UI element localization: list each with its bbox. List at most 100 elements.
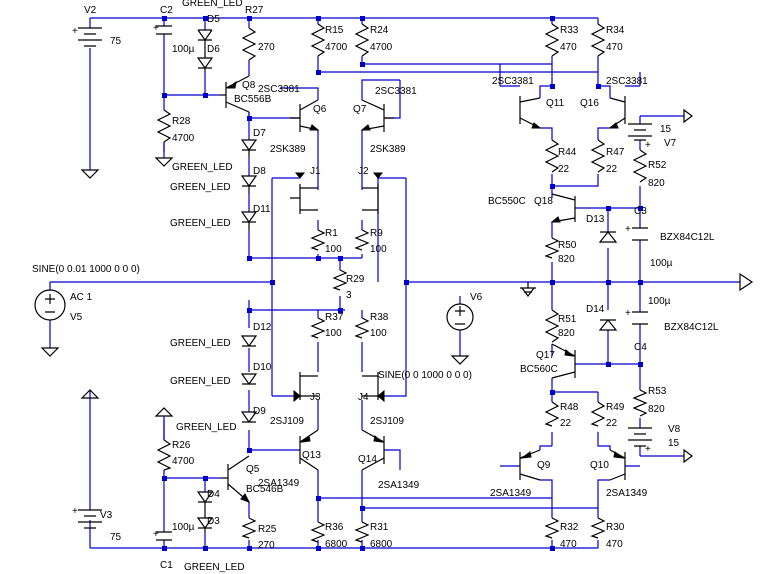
rail-v8-arrow-icon: [683, 448, 693, 464]
transistor-q5-symbol: [222, 455, 251, 503]
val-r30: 470: [606, 539, 623, 550]
battery-v7-symbol: [628, 123, 652, 141]
val-c3: 100µ: [650, 258, 673, 269]
ref-r33: R33: [560, 25, 579, 36]
transistor-q17-symbol: [551, 343, 576, 379]
val-r49: 22: [606, 418, 618, 429]
led-d9-symbol: [240, 411, 258, 424]
ref-r32: R32: [560, 522, 579, 533]
res-r9-symbol: [354, 229, 370, 251]
ref-j4: J4: [358, 392, 369, 403]
svg-text:+: +: [153, 529, 159, 540]
val-d11: GREEN_LED: [170, 218, 231, 229]
ref-c4: C4: [634, 342, 647, 353]
val-r15: 4700: [325, 42, 348, 53]
val-q13: 2SA1349: [258, 478, 300, 489]
ref-d8: D8: [253, 166, 266, 177]
ref-q5: Q5: [246, 464, 260, 475]
ref-r50: R50: [558, 240, 577, 251]
val-c2: 100µ: [172, 44, 195, 55]
ref-q7: Q7: [353, 104, 367, 115]
transistor-q11-symbol: [519, 96, 542, 129]
res-r49-symbol: [590, 401, 606, 427]
ref-d7: D7: [253, 128, 266, 139]
transistor-q10-symbol: [609, 449, 626, 481]
res-r27-symbol: [241, 27, 257, 61]
labels: V2 75 V3 75 AC 1 V5 SINE(0 0.01 1000 0 0…: [32, 0, 719, 573]
val-v8: 15: [668, 438, 680, 449]
val-d7: GREEN_LED: [172, 162, 233, 173]
svg-text:+: +: [645, 444, 651, 455]
val-d5: GREEN_LED: [182, 0, 243, 9]
res-r38-symbol: [354, 317, 370, 339]
val-q7: 2SC3381: [375, 86, 417, 97]
jfet-j1-symbol: [290, 172, 318, 214]
ref-r9: R9: [370, 228, 383, 239]
res-r32-symbol: [544, 517, 560, 539]
rail-v7-arrow-icon: [683, 108, 693, 124]
res-r36-symbol: [310, 521, 326, 543]
val-j4: 2SJ109: [370, 416, 404, 427]
led-d10-symbol: [240, 373, 258, 386]
ref-r26: R26: [172, 440, 191, 451]
transistor-q18-symbol: [550, 193, 576, 223]
transistor-q16-symbol: [608, 96, 626, 129]
wires: [49, 17, 740, 549]
ref-v2: V2: [84, 5, 97, 16]
ref-d10: D10: [253, 362, 272, 373]
svg-text:+: +: [72, 506, 78, 517]
val-r31: 6800: [370, 539, 393, 550]
res-r15-symbol: [310, 23, 326, 57]
val-d9: GREEN_LED: [176, 422, 237, 433]
val-d10: GREEN_LED: [170, 376, 231, 387]
val-q9: 2SA1349: [490, 488, 532, 499]
ref-d3: D3: [207, 516, 220, 527]
ref-q14: Q14: [358, 454, 377, 465]
val-c1: 100µ: [172, 522, 195, 533]
val-r28: 4700: [172, 133, 195, 144]
val-r52: 820: [648, 178, 665, 189]
cap-c2-symbol: [156, 25, 172, 35]
ref-d11: D11: [253, 204, 271, 215]
ref-q9: Q9: [537, 460, 551, 471]
res-r33-symbol: [544, 23, 560, 57]
jfet-j4-symbol: [362, 372, 385, 403]
res-r24-symbol: [354, 23, 370, 57]
val-j3: 2SJ109: [270, 416, 304, 427]
ref-v5: V5: [70, 312, 83, 323]
ref-d14: D14: [586, 304, 605, 315]
val-r48: 22: [560, 418, 572, 429]
val-r37: 100: [325, 328, 342, 339]
val-q16: 2SC3381: [606, 76, 648, 87]
led-d11-symbol: [240, 211, 258, 230]
svg-text:+: +: [645, 140, 651, 151]
ref-r37: R37: [325, 312, 344, 323]
ref-q6: Q6: [313, 104, 327, 115]
ref-d5: D5: [207, 14, 220, 25]
battery-v3-symbol: +: [72, 506, 102, 529]
ground-output-icon: [520, 282, 536, 293]
ground-output-tri-icon: [521, 287, 535, 297]
battery-v8-symbol: [628, 427, 652, 447]
val-r33: 470: [560, 42, 577, 53]
val-j1: 2SK389: [270, 144, 306, 155]
transistor-q8-symbol: [220, 75, 250, 113]
val-d13: BZX84C12L: [660, 232, 715, 243]
res-r31-symbol: [354, 521, 370, 543]
ref-v7: V7: [664, 138, 677, 149]
ref-r38: R38: [370, 312, 389, 323]
ref-r52: R52: [648, 160, 667, 171]
transistor-q13-symbol: [299, 429, 319, 471]
val-q18: BC550C: [488, 196, 526, 207]
bottom-led-label: GREEN_LED: [184, 562, 245, 573]
components: + + + +: [34, 23, 754, 543]
ground-v3-icon: [80, 389, 100, 399]
ref-r47: R47: [606, 147, 625, 158]
diode-d6-symbol: [196, 57, 214, 72]
res-r26-symbol: [156, 439, 172, 471]
ref-r27: R27: [245, 5, 264, 16]
battery-v2-symbol: +: [72, 26, 102, 47]
transistor-q6-symbol: [290, 99, 320, 132]
ref-j2: J2: [358, 166, 369, 177]
